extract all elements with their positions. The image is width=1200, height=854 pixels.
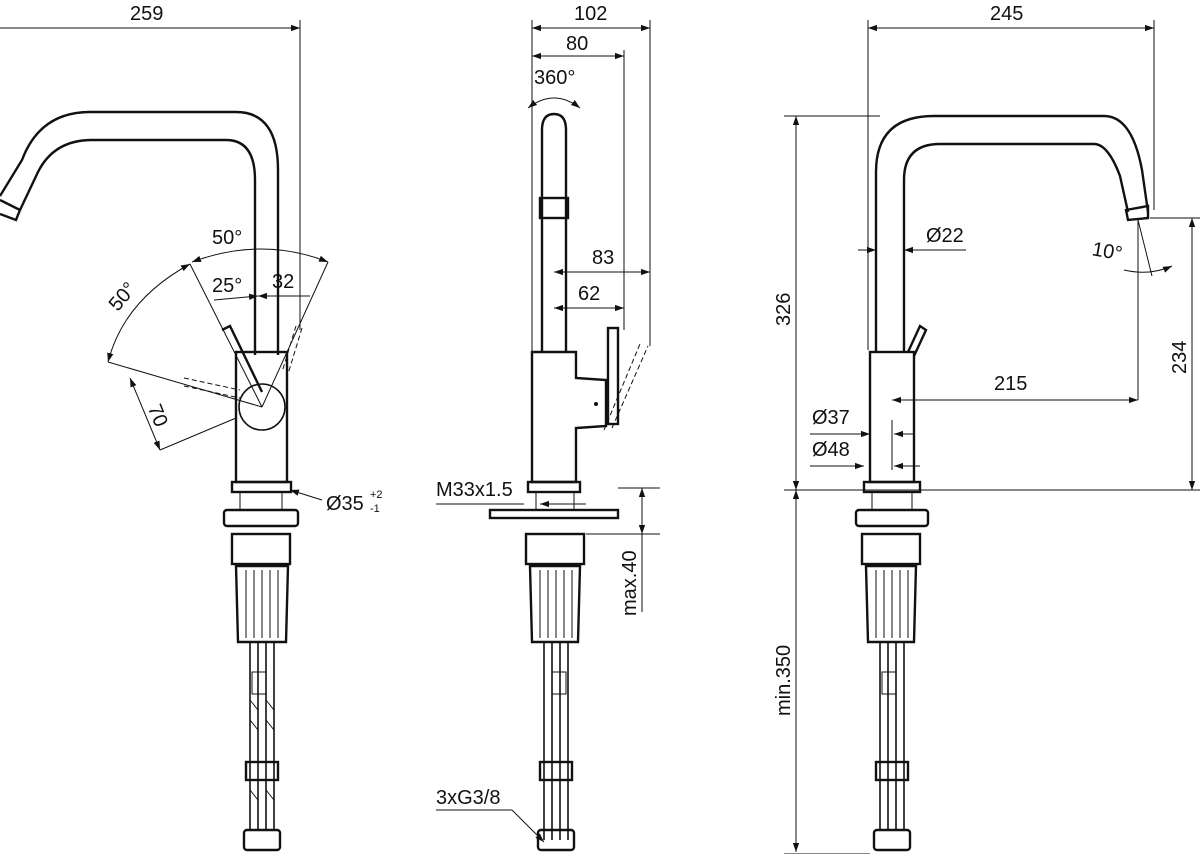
right-spout-outer [874,114,1150,352]
side-lever [606,326,620,426]
front-sleeve-ribs [245,570,279,638]
dim-326-label: 326 [773,293,795,326]
side-spout-ring [538,196,570,220]
angle-ray-3 [107,361,263,408]
side-shank [535,491,575,511]
dim-d37-label: Ø37 [812,407,850,429]
dim-350-label: min.350 [773,645,795,716]
front-nut [230,532,292,566]
front-hose-fitting [242,828,282,852]
right-view: 245 326 min.350 Ø22 10° 234 215 Ø37 [773,3,1200,854]
angle-ray-2 [261,261,329,408]
dim-angle-lever-label: 25° [212,275,242,297]
dim-thread-label: M33x1.5 [436,479,513,501]
dim-angle-upper-arc [191,248,329,263]
dim-80-label: 80 [566,33,588,55]
dim-d35-tol-minus: -1 [370,503,380,515]
side-hoses [543,642,569,840]
dim-360-arc [527,97,581,109]
right-spout-inner [902,142,1130,352]
dim-234-label: 234 [1169,341,1191,374]
dim-connector-label: 3xG3/8 [436,787,500,809]
dim-10-arc [1123,265,1173,273]
dim-10-ray-angled [1137,219,1153,277]
right-hose-coupler [881,671,897,695]
front-hose-clamp [244,760,280,782]
front-spout-inner [18,138,257,355]
dim-10-label: 10° [1090,238,1124,265]
dim-angle-lever-arrow [213,293,259,301]
dim-83-label: 83 [592,247,614,269]
front-lever-alt-left [183,377,241,399]
front-deck-washer [222,508,300,528]
right-nut [860,532,922,566]
dim-d22-label: Ø22 [926,225,964,247]
right-hose-clamp [874,760,910,782]
dim-angle-left-arc [107,263,191,363]
dim-angle-left-label: 50° [105,278,141,315]
front-spout-outer [0,110,280,355]
side-nut [524,532,586,566]
right-deck-washer [854,508,930,528]
dim-245-label: 245 [990,3,1023,25]
angle-ray-1 [189,263,263,408]
front-shank [239,491,283,511]
right-shank [871,491,913,511]
front-spout-tip [0,198,22,222]
dim-360-label: 360° [534,67,575,89]
dim-32-label: 32 [272,271,294,293]
right-sleeve-ribs [875,570,909,638]
dim-102-label: 102 [574,3,607,25]
dim-70-ext [159,417,237,451]
right-hoses [879,642,905,830]
side-base-ring [526,480,582,494]
dim-d35-tol-plus: +2 [370,489,383,501]
dim-d35-label: Ø35 [326,493,364,515]
front-lever-handle [221,324,264,393]
dim-70-line [129,377,161,451]
dim-259-label: 259 [130,3,163,25]
dim-62-label: 62 [578,283,600,305]
front-hose-braid [249,699,275,801]
front-base-ring [230,480,293,494]
side-spout [540,112,568,352]
front-view: 259 50° 50° 25° 32 70 Ø35 +2 -1 [0,3,383,852]
side-lever-alt [603,343,649,431]
side-sleeve-ribs [539,570,573,638]
dim-d48-label: Ø48 [812,439,850,461]
dim-connector-arrow [511,809,545,843]
side-view: 102 80 360° 83 62 M33x1.5 max.40 3xG3/8 [436,3,660,852]
right-threaded-sleeve [864,564,918,644]
right-hose-fitting [872,828,912,852]
side-hose-coupler [551,671,567,695]
side-hose-clamp [538,760,574,782]
dim-d35-leader [289,489,323,501]
side-deck-plate [488,508,620,520]
right-lever [906,324,928,357]
right-spout-tip [1124,204,1150,222]
front-threaded-sleeve [234,564,290,644]
side-threaded-sleeve [528,564,582,644]
front-hoses [249,642,275,830]
dim-70-label: 70 [143,401,172,430]
front-lever-alt-right [281,325,303,375]
dim-max40-label: max.40 [619,550,641,616]
side-body [530,350,608,484]
dim-215-label: 215 [994,373,1027,395]
side-indicator-dot [594,402,598,406]
front-hose-coupler [251,671,267,695]
dim-angle-upper-label: 50° [212,227,242,249]
